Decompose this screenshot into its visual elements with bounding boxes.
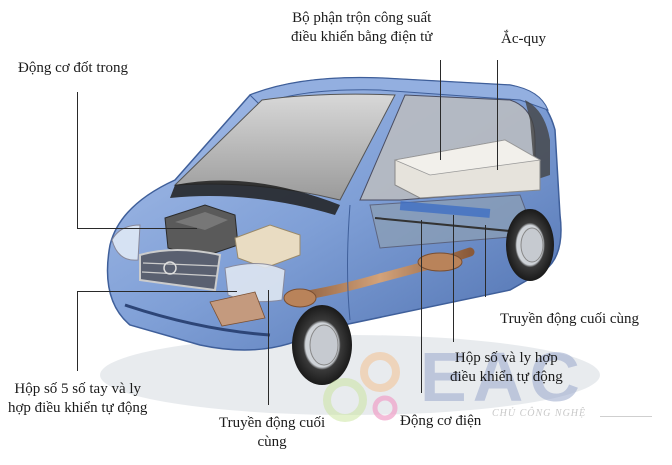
label-battery: Ắc-quy [501,31,546,47]
watermark-letters: EAC [420,338,586,416]
label-auto-gearbox: Hộp số và ly hợp điều khiển tự động [450,349,563,387]
label-manual-gearbox-line2: hợp điều khiển tự động [8,400,148,416]
label-power-unit: Bộ phận trộn công suất điều khiển bằng đ… [291,9,432,47]
label-electric-motor: Động cơ điện [400,413,482,429]
label-manual-gearbox: Hộp số 5 số tay và ly hợp điều khiển tự … [8,380,147,418]
leader-electric-motor [421,220,422,393]
label-final-drive-front-line1: Truyền động cuối [219,415,326,431]
label-power-unit-line2: điều khiển bằng điện tử [291,29,433,45]
leader-manual-gearbox-horizontal [77,291,237,292]
label-manual-gearbox-line1: Hộp số 5 số tay và ly [14,381,142,397]
leader-engine-vertical [77,92,78,229]
leader-engine-horizontal [77,228,197,229]
label-final-drive-front-line2: cùng [257,434,287,450]
label-auto-gearbox-line2: điều khiển tự động [450,369,563,385]
leader-manual-gearbox-vertical [77,291,78,371]
watermark-tagline: CHỦ CÔNG NGHỆ [492,408,587,419]
label-final-drive-right: Truyền động cuối cùng [500,311,640,327]
label-final-drive-front: Truyền động cuối cùng [219,414,325,452]
leader-final-drive-front [268,290,269,405]
leader-auto-gearbox [453,215,454,342]
leader-final-drive-right [485,225,486,297]
leader-power-unit [440,60,441,160]
label-power-unit-line1: Bộ phận trộn công suất [292,10,432,26]
leader-battery [497,60,498,170]
label-auto-gearbox-line1: Hộp số và ly hợp [454,350,558,366]
label-engine: Động cơ đốt trong [18,60,129,76]
watermark-rule [600,416,652,417]
